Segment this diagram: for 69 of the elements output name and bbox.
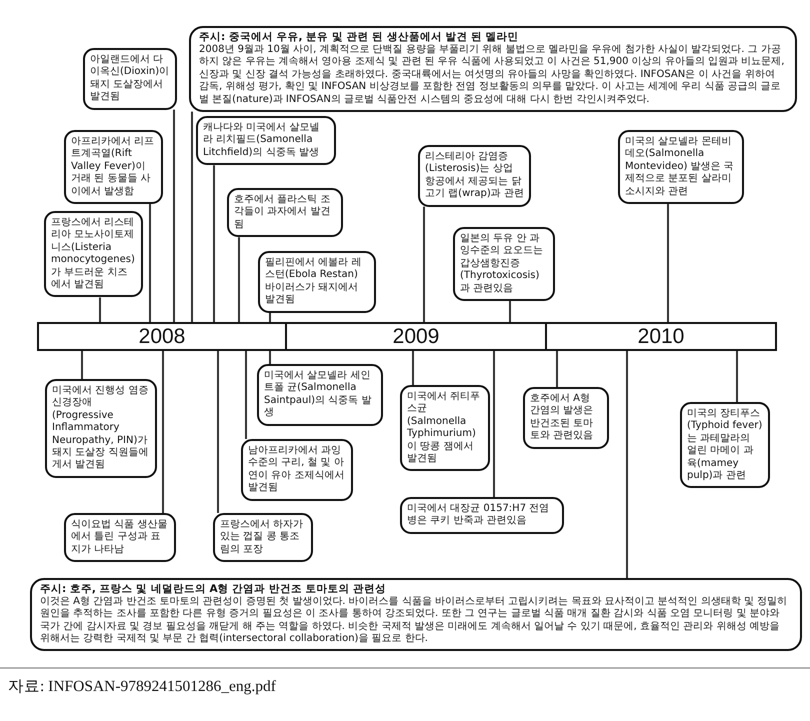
event-text: 미국에서 진행성 염증 신경장애(Progressive Inflammatory Neuropathy, PIN)가 돼지 도살장 직원들에게서 발견됨 [52,385,150,472]
connector-line [173,110,175,322]
event-text: 식이요법 식품 생산물에서 틀린 구성과 표지가 나타남 [71,519,168,556]
event-text: 리스테리아 감염증(Listerosis)는 상업 항공에서 제공되는 닭고기 랩(wrap)과 관련 [425,151,524,201]
event-text: 캐나다와 미국에서 살모넬라 리치필드(Samonella Litchfield)의 식중독 발생 [203,122,320,160]
year-label: 2010 [638,324,684,348]
event-text: 미국에서 살모넬라 세인트폴 균(Salmonella Saintpaul)의 식중독 발생 [264,370,372,420]
event-box [400,385,490,472]
event-box [45,379,157,478]
note-heading: 주시: 중국에서 우유, 분유 및 관련 된 생산품에서 발견 된 멜라민 [199,31,520,44]
connector-line [238,237,240,322]
event-box [618,130,744,204]
event-box [44,211,143,298]
connector-line [245,351,247,439]
connector-line [556,351,558,387]
connector-line [191,112,193,322]
year-label: 2009 [392,324,440,348]
event-text: 호주에서 플라스틱 조각들이 과자에서 발견됨 [234,194,332,232]
event-box [258,251,376,313]
event-box [680,402,770,488]
timeline-segment [285,322,547,351]
event-box [196,116,336,166]
event-text: 프랑스에서 리스테리아 모노사이토제니스(Listeria monocytogenes)가 부드러운 치즈에서 발견됨 [51,217,136,292]
event-box [523,387,609,449]
connector-line [412,351,414,385]
event-text: 남아프리카에서 과잉수준의 구리, 철 및 아연이 유아 조제식에서 발견됨 [248,445,346,495]
timeline-segment [545,322,777,351]
event-text: 아프리카에서 리프트계곡열(Rift Valley Fever)이 거래 된 동물들 사이에서 발생함 [71,136,156,198]
connector-line [81,351,83,379]
connector-line [149,204,151,322]
event-box [257,364,383,426]
event-text: 프랑스에서 하자가 있는 껍질 콩 통조림의 포장 [220,519,304,556]
note-box [189,26,797,112]
connector-line [269,351,271,364]
connector-line [269,312,271,322]
connector-line [736,351,738,402]
event-box [227,188,343,238]
note-body: 이것은 A형 간염과 반건조 토마토의 관련성이 증명된 첫 발생이었다. 바이러스를 식품을 바이러스로부터 고립시키려는 목표와 묘사적이고 분석적인 의생태학 및 정밀히 원인을 추적하는 조사를 포함한 다른 유형 증거의 필요성은 이 조사를 통하여 강조되었다. 또한 그 연구는 글로벌 식품 매개 질환 감시와 식품 오염 모니터링 및 분야와 국가 간에 감시자료 및 경보 필요성을 깨닫게 해 주는 역할을 하였다. 비슷한 국제적 발생은 미래에도 계속해서 일어날 수 있기 때문에, 효율적인 관리와 위해성 예방을 위해서는 강력한 국제적 및 부문 간 협력(intersectoral collaboration)을 필요로 한다. [40,596,788,646]
connector-line [626,351,628,578]
event-text: 미국에서 쥐티푸스균(Salmonella Typhimurium)이 땅콩 잼에서 발견됨 [407,391,482,466]
event-text: 미국의 장티푸스(Typhoid fever)는 과테말라의 얼린 마메이 과육(mamey pulp)과 관련 [687,408,763,482]
event-box [241,439,353,501]
event-box [64,130,163,204]
note-body: 2008년 9월과 10월 사이, 계획적으로 단백질 용량을 부풀리기 위해 불법으로 멜라민을 우유에 첨가한 사실이 발각되었다. 그 가공하지 않은 우유는 계속해서 영아용 조제식 및 관련 된 우유 식품에 사용되었고 이 사건은 51,900 이상의 유아들의 입원과 비뇨문제, 신장과 및 신장 결석 가능성을 초래하였다. 중국대륙에서는 여섯명의 유아들의 사망을 확인하였다. INFOSAN은 이 사건을 위하여 감독, 위해성 평가, 확인 및 INFOSAN 비상경보를 포함한 전염 정보활동의 의무를 맡았다. 이 사고는 세계에 우리 식품 공급의 글로벌 본질(nature)과 INFOSAN의 글로벌 식품안전 시스템의 중요성에 대해 다시 한번 각인시켜주었다. [199,44,786,107]
event-text: 미국에서 대장균 0157:H7 전염병은 쿠키 반죽과 관련있음 [407,503,550,528]
event-box [453,227,555,302]
connector-line [509,301,511,322]
event-text: 호주에서 A형 간염의 발생은 반건조된 토마토와 관련있음 [530,393,594,443]
connector-line [667,204,669,322]
connector-line [423,206,425,322]
connector-line [217,351,219,513]
event-text: 아일랜드에서 다이옥신(Dioxin)이 돼지 도살장에서 발견됨 [90,54,170,104]
event-box [213,513,313,562]
event-box [418,145,531,207]
note-box [30,578,802,651]
event-text: 일본의 두유 안 과잉수준의 요오드는 갑상샘항진증(Thyrotoxicosis)과 관련있음 [460,233,544,296]
note-heading: 주시: 호주, 프랑스 및 네덜란드의 A형 간염과 반건조 토마토의 관련성 [40,583,388,596]
timeline-segment [37,322,287,351]
connector-line [162,351,164,513]
event-text: 미국의 살모넬라 몬테비데오(Salmonella Montevideo) 발생은 국제적으로 분포된 살라미 소시지와 관련 [625,136,735,198]
event-text: 필리핀에서 에볼라 레스턴(Ebola Restan) 바이러스가 돼지에서 발견됨 [265,257,362,307]
year-label: 2008 [138,324,186,348]
event-box [83,48,177,110]
source-caption: 자료: INFOSAN-9789241501286_eng.pdf [8,677,276,697]
event-box [64,513,176,562]
event-box [400,497,564,534]
connector-line [99,297,101,322]
connector-line [493,351,495,497]
connector-line [213,165,215,322]
